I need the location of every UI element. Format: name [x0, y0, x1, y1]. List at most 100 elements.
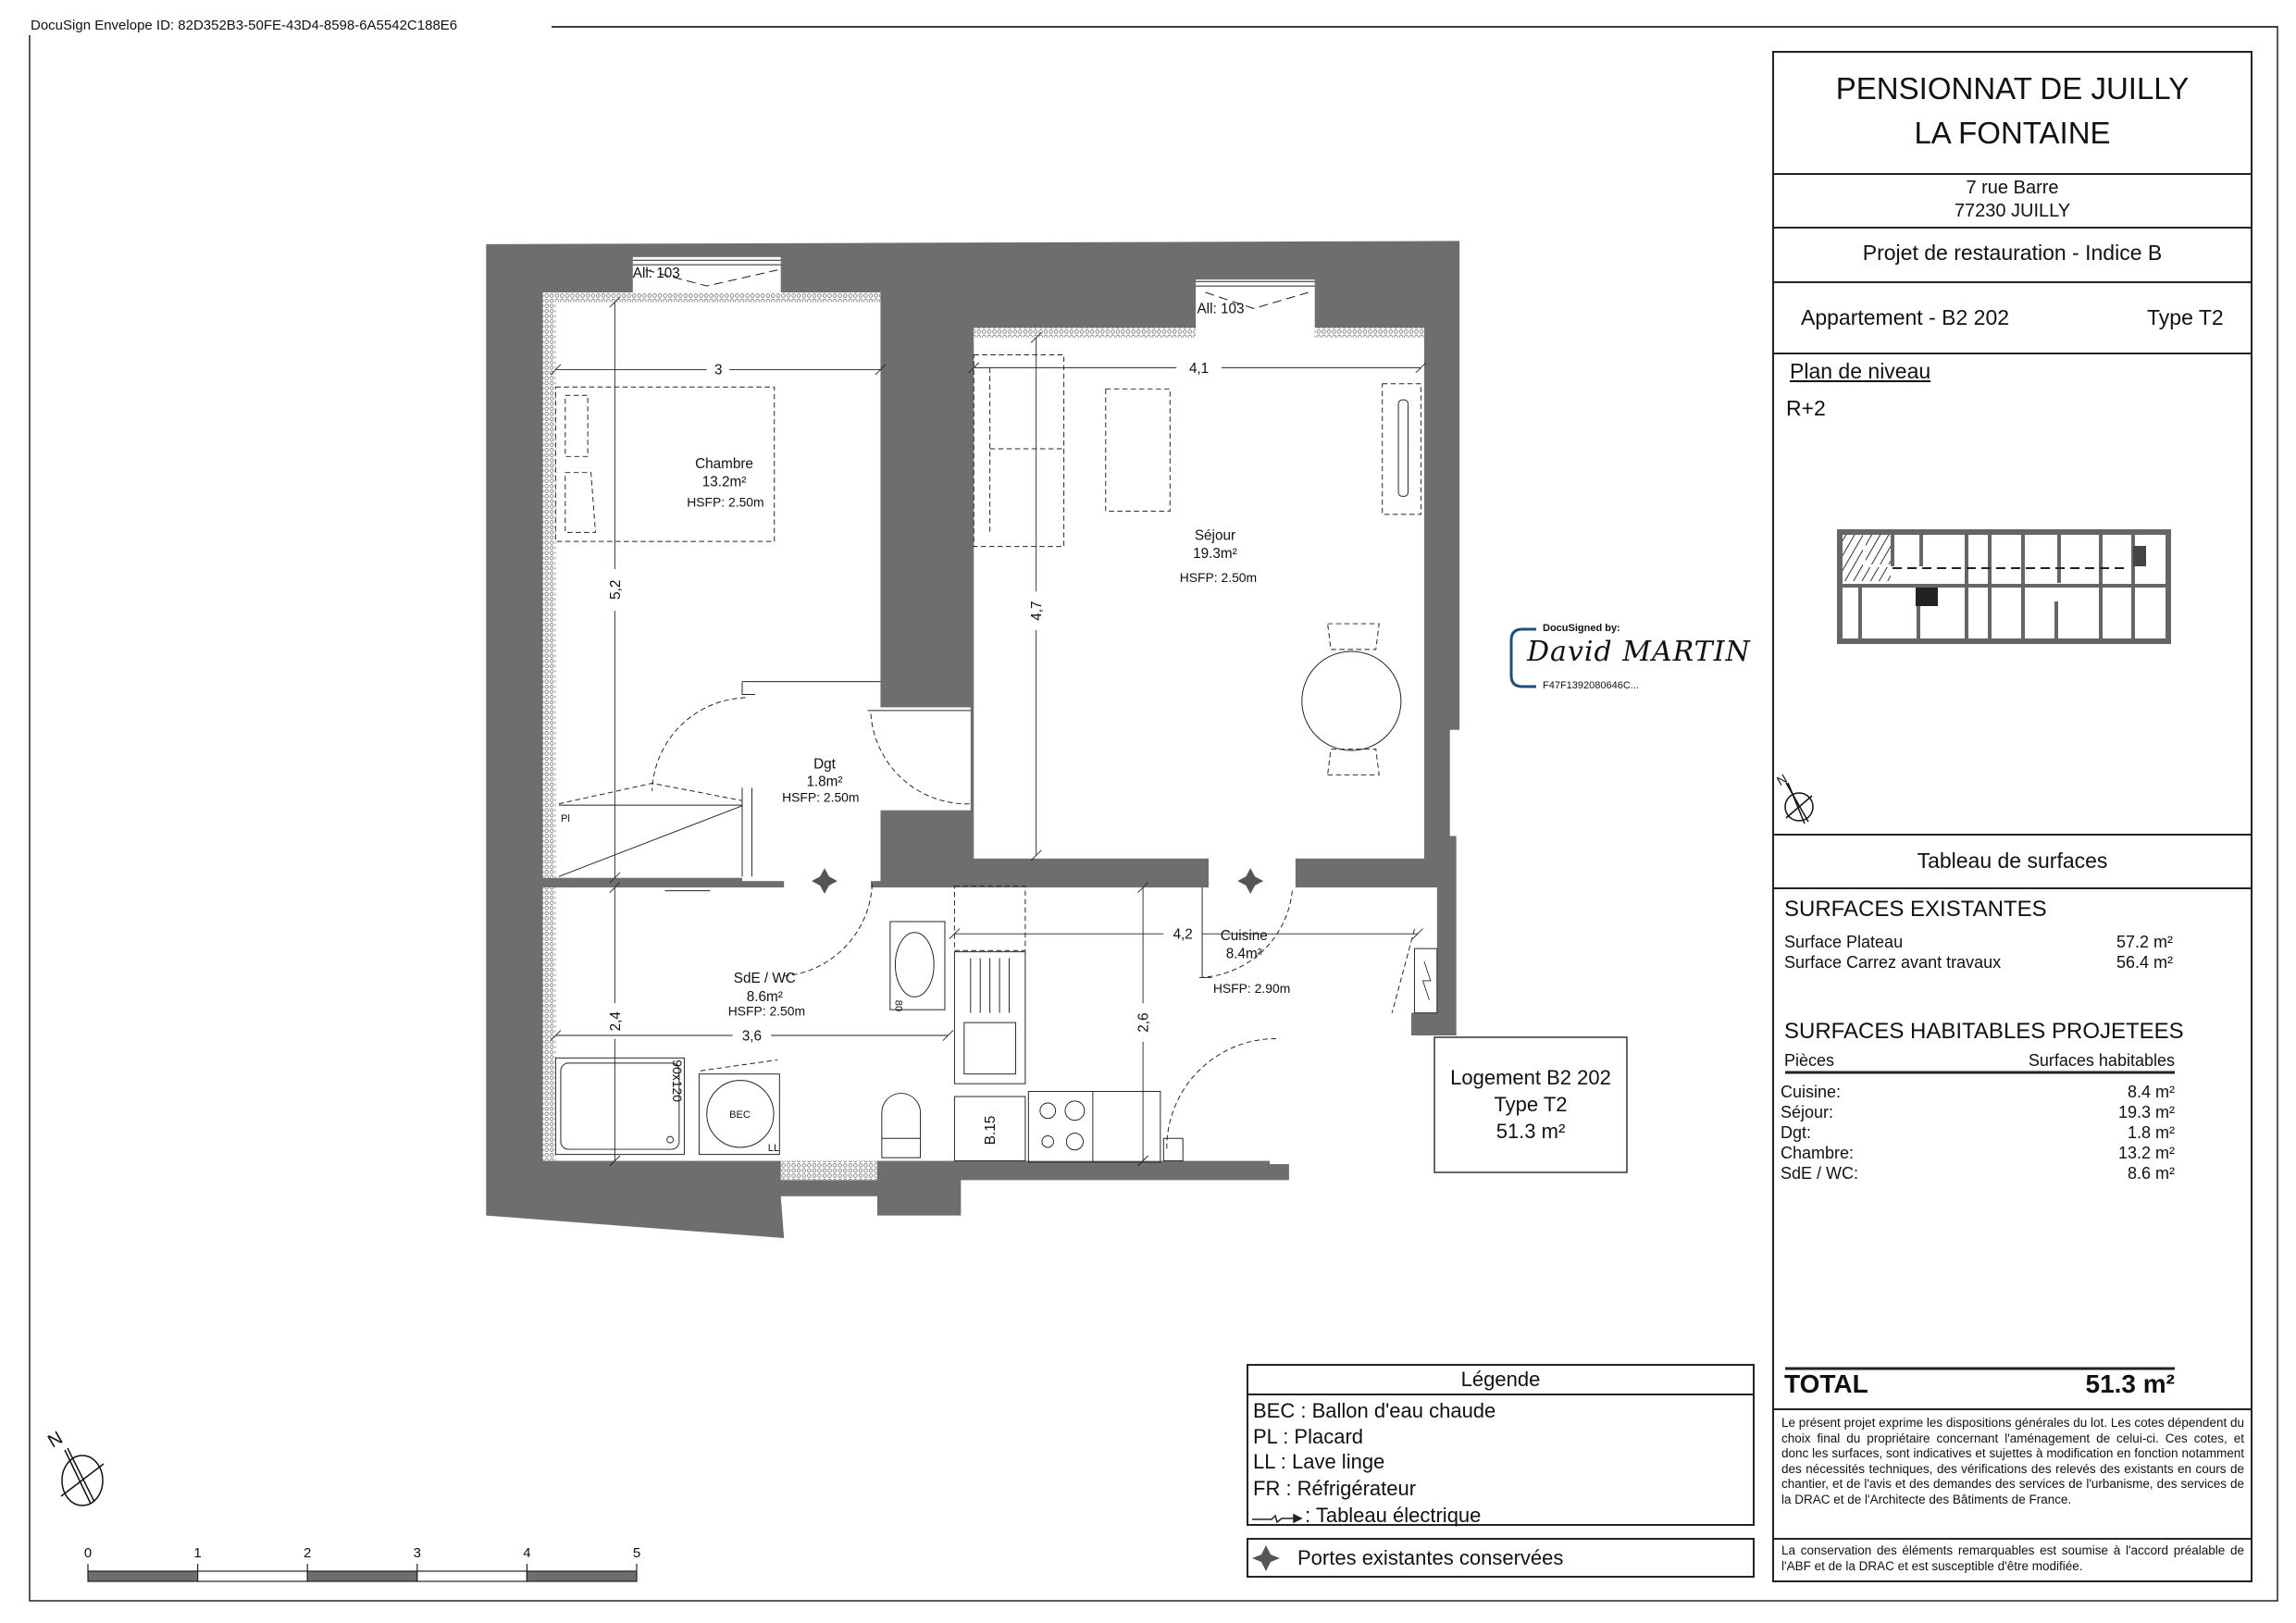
scale-tick-label: 5: [632, 1545, 641, 1561]
logement-type: Type T2: [1494, 1093, 1568, 1116]
disclaimer: Le présent projet exprime les dispositio…: [1781, 1416, 2244, 1506]
dimension-label: 2,4: [608, 1011, 624, 1032]
bed: [554, 386, 776, 542]
north-arrow-icon: N: [44, 1428, 105, 1506]
total-label: TOTAL: [1784, 1369, 1868, 1398]
shower-label: 90x120: [670, 1059, 685, 1102]
scale-tick-label: 1: [193, 1545, 202, 1561]
title-line-2: LA FONTAINE: [1914, 116, 2111, 150]
col-surface: Surfaces habitables: [2028, 1051, 2175, 1070]
logement-area: 51.3 m²: [1496, 1120, 1566, 1143]
dining-table: [1301, 650, 1402, 751]
logement-box: [1433, 1036, 1628, 1173]
washbasin: [889, 921, 946, 1010]
total-value: 51.3 m²: [2085, 1369, 2176, 1398]
room-surface: 19.3 m²: [2117, 1103, 2175, 1121]
title-block-frame: [1772, 51, 2253, 1582]
bathtub: [554, 1057, 685, 1156]
electrical-panel-arrow-icon: [1252, 1513, 1303, 1524]
legend-doors: Portes existantes conservées: [1297, 1546, 1564, 1569]
surface-row: Séjour: 19.3 m²: [1781, 1103, 2175, 1122]
room-hsfp: HSFP: 2.50m: [728, 1003, 805, 1018]
dimension-label: 3,6: [742, 1029, 762, 1045]
logement-id: Logement B2 202: [1450, 1066, 1611, 1089]
room-area: 13.2m²: [702, 474, 747, 489]
room-hsfp: HSFP: 2.50m: [782, 790, 859, 805]
signature-bracket: [1509, 627, 1536, 688]
surface-row: Chambre:13.2 m²: [1781, 1144, 2175, 1163]
room-area: 8.4m²: [1226, 947, 1262, 962]
room-hsfp: HSFP: 2.50m: [1180, 570, 1257, 585]
dimension-label: 4,1: [1189, 361, 1209, 377]
room-name: SdE / WC: [734, 971, 796, 986]
placard-label: Pl: [561, 813, 570, 824]
logement-summary: Logement B2 202 Type T2 51.3 m²: [1434, 1064, 1627, 1145]
dimension-label: 3: [714, 362, 723, 378]
room-name: Cuisine: [1221, 928, 1268, 944]
window-label: All: 103: [1197, 301, 1244, 316]
dimension-label: 4,2: [1173, 927, 1193, 943]
surface-row: Surface Plateau 57.2 m²: [1784, 933, 2173, 952]
water-heater: [706, 1080, 775, 1148]
floor-plan: All: 103 All: 103: [486, 241, 1460, 1238]
scale-tick-label: 3: [413, 1545, 421, 1561]
room-hsfp: HSFP: 2.90m: [1213, 981, 1290, 996]
scale-tick-label: 2: [304, 1545, 312, 1561]
toilet: [881, 1093, 922, 1158]
scale-bar: [87, 1564, 638, 1582]
electrical-panel: [1413, 948, 1438, 1014]
kitchen-sink: [953, 951, 1026, 1084]
signature: David MARTIN: [1527, 636, 1751, 668]
dimension-label: 4,7: [1029, 601, 1045, 621]
page-border: [29, 26, 2278, 1602]
room-surface: 8.6 m²: [2127, 1164, 2175, 1183]
door-star-icon: [1252, 1545, 1280, 1571]
door-star-icon: [812, 868, 838, 895]
room-surface: 13.2 m²: [2117, 1144, 2175, 1162]
chair: [1327, 749, 1380, 775]
room-label: Dgt:: [1781, 1123, 1812, 1142]
washing-machine: [698, 1073, 780, 1156]
room-area: 8.6m²: [747, 989, 783, 1005]
room-surface: 8.4 m²: [2127, 1083, 2175, 1101]
surface-label: Surface Carrez avant travaux: [1784, 953, 2002, 972]
surface-row: SdE / WC:8.6 m²: [1781, 1164, 2175, 1183]
washbasin-label: 80: [892, 1000, 903, 1011]
legend-frame: [1247, 1364, 1755, 1578]
address-line-1: 7 rue Barre: [1966, 178, 2059, 198]
projected-surfaces-heading: SURFACES HABITABLES PROJETEES: [1784, 1019, 2184, 1044]
cooktop: [1027, 1090, 1161, 1163]
legend-item: PL : Placard: [1253, 1425, 1364, 1448]
scale-tick-label: 4: [523, 1545, 531, 1561]
surface-value: 57.2 m²: [2116, 933, 2173, 951]
room-sejour: [974, 328, 1424, 859]
room-area: 1.8m²: [806, 774, 842, 789]
apartment-type: Type T2: [2147, 305, 2224, 329]
room-label: Cuisine:: [1781, 1083, 1842, 1101]
surface-row: Surface Carrez avant travaux 56.4 m²: [1784, 953, 2173, 973]
room-name: Dgt: [813, 756, 837, 772]
scale-tick-label: 0: [83, 1545, 93, 1561]
door-star-icon: [1237, 868, 1264, 895]
surface-label: Surface Plateau: [1784, 933, 1904, 951]
legend-item: BEC : Ballon d'eau chaude: [1253, 1399, 1496, 1422]
room-label: Séjour:: [1781, 1103, 1834, 1121]
title-line-1: PENSIONNAT DE JUILLY: [1835, 71, 2190, 105]
tv-unit: [1382, 383, 1421, 515]
coffee-table: [1105, 388, 1171, 512]
room-area: 19.3m²: [1193, 546, 1237, 562]
surface-value: 56.4 m²: [2116, 953, 2173, 972]
svg-text:N: N: [44, 1428, 67, 1452]
room-hsfp: HSFP: 2.50m: [687, 495, 763, 510]
envelope-id: DocuSign Envelope ID: 82D352B3-50FE-43D4…: [31, 18, 464, 33]
room-sde-cuisine: [542, 887, 1411, 1161]
apartment-id: Appartement - B2 202: [1801, 305, 2010, 329]
legend-title: Légende: [1460, 1368, 1541, 1391]
docusigned-by: DocuSigned by:: [1543, 623, 1620, 634]
surface-row: Cuisine: 8.4 m²: [1781, 1083, 2175, 1102]
sofa: [973, 353, 1065, 548]
room-dgt: [741, 707, 971, 811]
total-row: TOTAL 51.3 m²: [1784, 1369, 2175, 1399]
existing-surfaces-heading: SURFACES EXISTANTES: [1784, 897, 2047, 922]
